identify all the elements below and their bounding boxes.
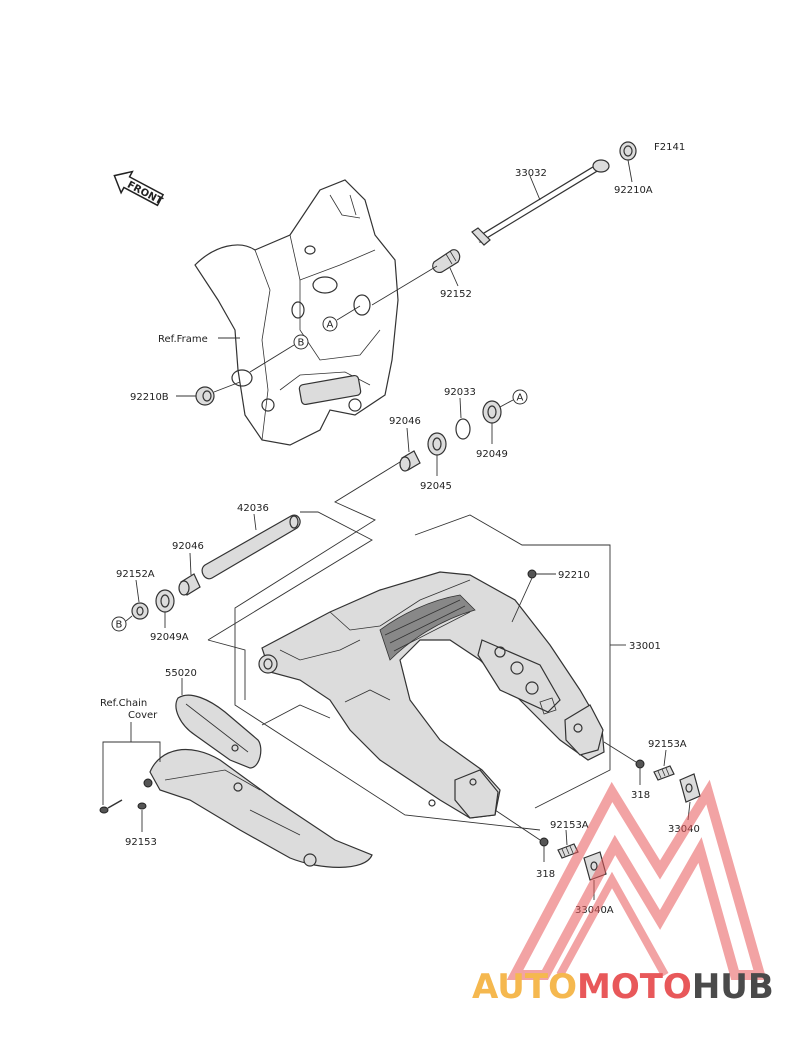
label-55020: 55020	[165, 668, 197, 679]
svg-text:B: B	[116, 620, 123, 631]
label-92046-left: 92046	[172, 541, 204, 552]
frame-part	[194, 179, 399, 446]
label-92153: 92153	[125, 837, 157, 848]
label-92210a: 92210A	[614, 185, 653, 196]
label-92045: 92045	[420, 481, 452, 492]
label-42036: 42036	[237, 503, 269, 514]
label-92153a-bottom: 92153A	[550, 820, 589, 831]
watermark-auto: AUTO	[472, 967, 577, 1007]
bolt-92153-a	[99, 799, 123, 814]
svg-text:B: B	[298, 338, 305, 349]
watermark-logo-icon	[506, 779, 767, 980]
figure-code: F2141	[654, 142, 685, 153]
adjuster-block-33040	[679, 773, 701, 803]
spacer-tube-42036	[201, 514, 301, 580]
marker-a-seal: A	[512, 389, 528, 405]
watermark-text: AUTOMOTOHUB	[472, 967, 774, 1007]
needle-bearing-92046-left	[178, 573, 201, 596]
label-92153a-right: 92153A	[648, 739, 687, 750]
label-92033: 92033	[444, 387, 476, 398]
seal-92049a	[155, 589, 175, 613]
bolt-92153-c	[143, 778, 153, 788]
chain-cover-part	[149, 748, 373, 868]
watermark-moto: MOTO	[577, 967, 692, 1007]
bolt-92153a-right	[653, 765, 675, 781]
label-33032: 33032	[515, 168, 547, 179]
label-92046-top: 92046	[389, 416, 421, 427]
nut-318-right	[635, 759, 645, 769]
label-92049a: 92049A	[150, 632, 189, 643]
nut-318-bottom	[539, 837, 549, 847]
label-92049: 92049	[476, 449, 508, 460]
pivot-shaft-33032	[471, 160, 607, 246]
label-ref-chain: Ref.Chain	[100, 698, 147, 709]
label-318-bottom: 318	[536, 869, 555, 880]
chain-slider-55020	[175, 694, 262, 769]
nut-92210a	[592, 141, 637, 173]
label-92152a: 92152A	[116, 569, 155, 580]
marker-b-collar: B	[111, 616, 127, 632]
label-92152: 92152	[440, 289, 472, 300]
collar-92152	[432, 249, 461, 273]
circlip-92033	[455, 418, 471, 440]
svg-text:A: A	[327, 320, 334, 331]
swingarm-33001	[258, 571, 605, 819]
label-92210: 92210	[558, 570, 590, 581]
collar-92152a	[131, 602, 149, 620]
marker-a-frame: A	[322, 316, 338, 332]
nut-92210b	[195, 386, 215, 406]
needle-bearing-92046-top	[399, 450, 421, 472]
bolt-92210	[527, 569, 537, 579]
front-direction-arrow: FRONT	[113, 170, 164, 208]
marker-b-frame: B	[293, 334, 309, 350]
label-92210b: 92210B	[130, 392, 169, 403]
watermark-hub: HUB	[692, 967, 774, 1007]
label-318-right: 318	[631, 790, 650, 801]
front-label: FRONT	[125, 180, 164, 208]
label-ref-cover: Cover	[128, 710, 158, 721]
label-ref-frame: Ref.Frame	[158, 334, 208, 345]
bolt-92153-b	[137, 802, 147, 810]
seal-92049	[482, 400, 502, 424]
svg-text:A: A	[517, 393, 524, 404]
label-33001: 33001	[629, 641, 661, 652]
bearing-92045	[427, 432, 447, 456]
